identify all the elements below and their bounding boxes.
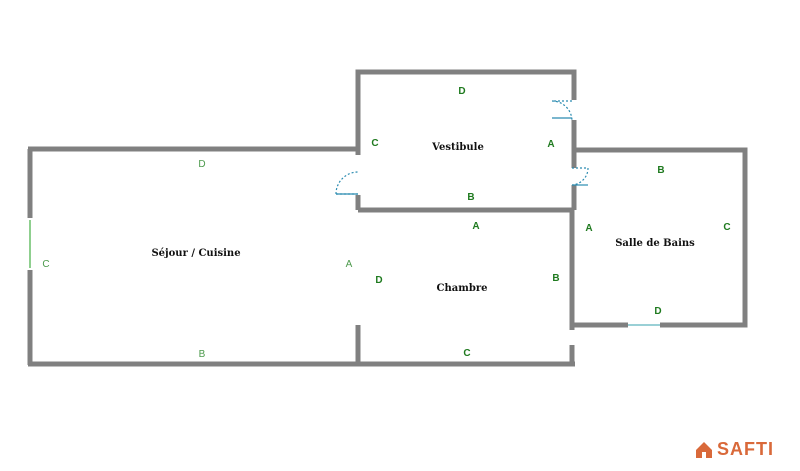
room-label-salle-de-bains: Salle de Bains xyxy=(615,238,695,249)
room-label-chambre: Chambre xyxy=(437,283,488,294)
house-icon xyxy=(696,441,712,458)
room-label-vestibule: Vestibule xyxy=(431,142,484,153)
doors xyxy=(335,100,589,195)
wall-letter-vestibule-right: A xyxy=(547,139,554,150)
wall-letter-sdb-top: B xyxy=(657,165,664,176)
wall-letter-sejour-top: D xyxy=(198,159,205,170)
wall-letter-sdb-bottom: D xyxy=(654,306,661,317)
vestibule-wall-left xyxy=(355,69,577,155)
wall-letter-vestibule-top: D xyxy=(458,86,465,97)
wall-letter-sdb-left: A xyxy=(585,223,592,234)
wall-letter-vestibule-bottom: B xyxy=(467,192,474,203)
room-label-sejour: Séjour / Cuisine xyxy=(151,248,240,259)
wall-letter-sejour-left: C xyxy=(42,259,49,270)
wall-letter-vestibule-left: C xyxy=(371,138,378,149)
wall-letter-sdb-right: C xyxy=(723,222,730,233)
brand-name: SAFTI xyxy=(717,439,774,459)
sdb-wall-top xyxy=(572,147,748,328)
brand-logo: SAFTI xyxy=(694,439,774,460)
door-sejour-vestibule xyxy=(335,171,359,195)
door-vestibule-sdb xyxy=(571,167,589,186)
wall-letter-chambre-left: D xyxy=(375,275,382,286)
wall-letter-chambre-bottom: C xyxy=(463,348,470,359)
sejour-wall-top xyxy=(28,146,361,155)
wall-letter-chambre-top: A xyxy=(472,221,479,232)
wall-letter-chambre-right: B xyxy=(552,273,559,284)
walls xyxy=(27,69,748,367)
wall-letter-sejour-bottom: B xyxy=(199,349,206,360)
wall-letter-sejour-right: A xyxy=(346,259,353,270)
